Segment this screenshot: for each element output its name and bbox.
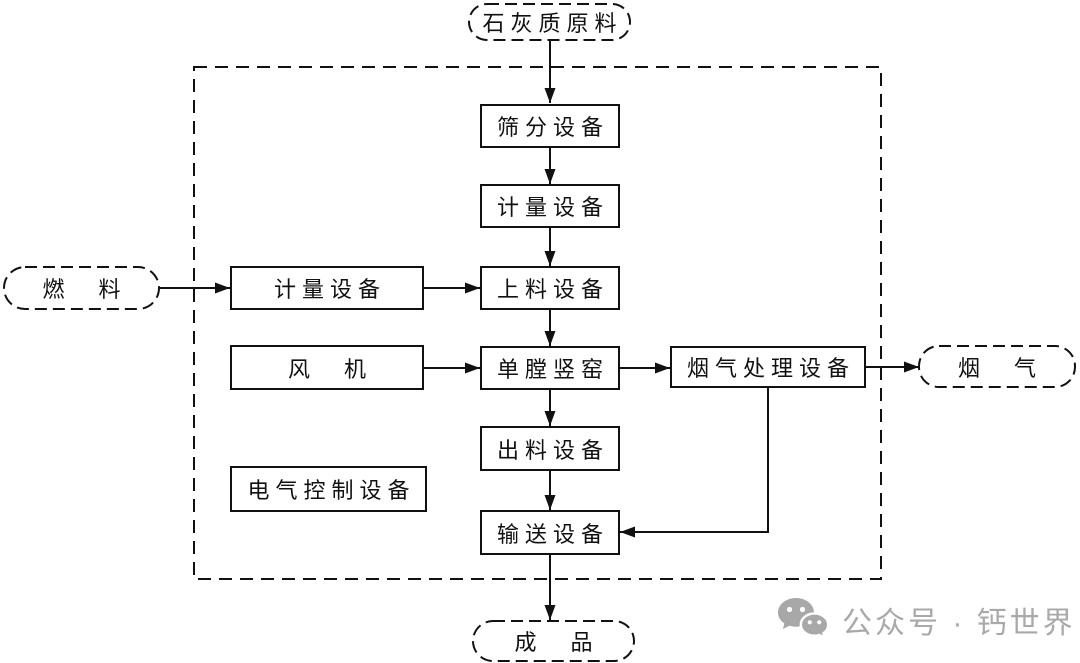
stadium-product-outline <box>472 620 635 662</box>
node-discharge: 出料设备 <box>480 426 620 471</box>
node-metering-left: 计量设备 <box>230 266 424 310</box>
node-kiln-label: 单膛竖窑 <box>496 357 609 382</box>
node-discharge-label: 出料设备 <box>496 437 609 463</box>
node-fuel: 燃 料 <box>4 267 159 309</box>
node-product-label: 成 品 <box>514 630 599 655</box>
node-fuel-label: 燃 料 <box>42 277 127 302</box>
arrow-flue-treatment-to-conveying <box>620 388 769 538</box>
node-flue-gas: 烟 气 <box>919 346 1075 387</box>
watermark: 公众号 · 钙世界 <box>776 596 1076 644</box>
node-screening-label: 筛分设备 <box>496 115 609 140</box>
system-boundary <box>193 66 882 580</box>
node-electrical-control: 电气控制设备 <box>230 466 427 512</box>
node-fan: 风 机 <box>230 345 424 390</box>
node-conveying-label: 输送设备 <box>496 521 609 547</box>
node-electrical-control-label: 电气控制设备 <box>247 478 416 503</box>
node-kiln: 单膛竖窑 <box>480 346 620 390</box>
node-flue-gas-label: 烟 气 <box>957 355 1042 381</box>
node-fan-label: 风 机 <box>287 356 372 382</box>
node-product: 成 品 <box>473 621 634 661</box>
node-raw-material-label: 石灰质原料 <box>482 11 623 36</box>
node-flue-gas-treatment: 烟气处理设备 <box>670 346 866 388</box>
node-screening: 筛分设备 <box>480 104 620 148</box>
node-metering-left-label: 计量设备 <box>273 277 386 302</box>
wechat-icon <box>778 598 830 640</box>
node-feeding-label: 上料设备 <box>496 277 609 302</box>
watermark-text: 公众号 · 钙世界 <box>842 607 1076 640</box>
node-metering-top-label: 计量设备 <box>496 195 609 220</box>
node-flue-gas-treatment-label: 烟气处理设备 <box>686 356 855 381</box>
node-metering-top: 计量设备 <box>480 184 620 228</box>
node-conveying: 输送设备 <box>480 510 620 555</box>
node-feeding: 上料设备 <box>480 266 620 310</box>
stadium-raw-material-outline <box>468 3 631 41</box>
node-raw-material: 石灰质原料 <box>469 4 630 40</box>
